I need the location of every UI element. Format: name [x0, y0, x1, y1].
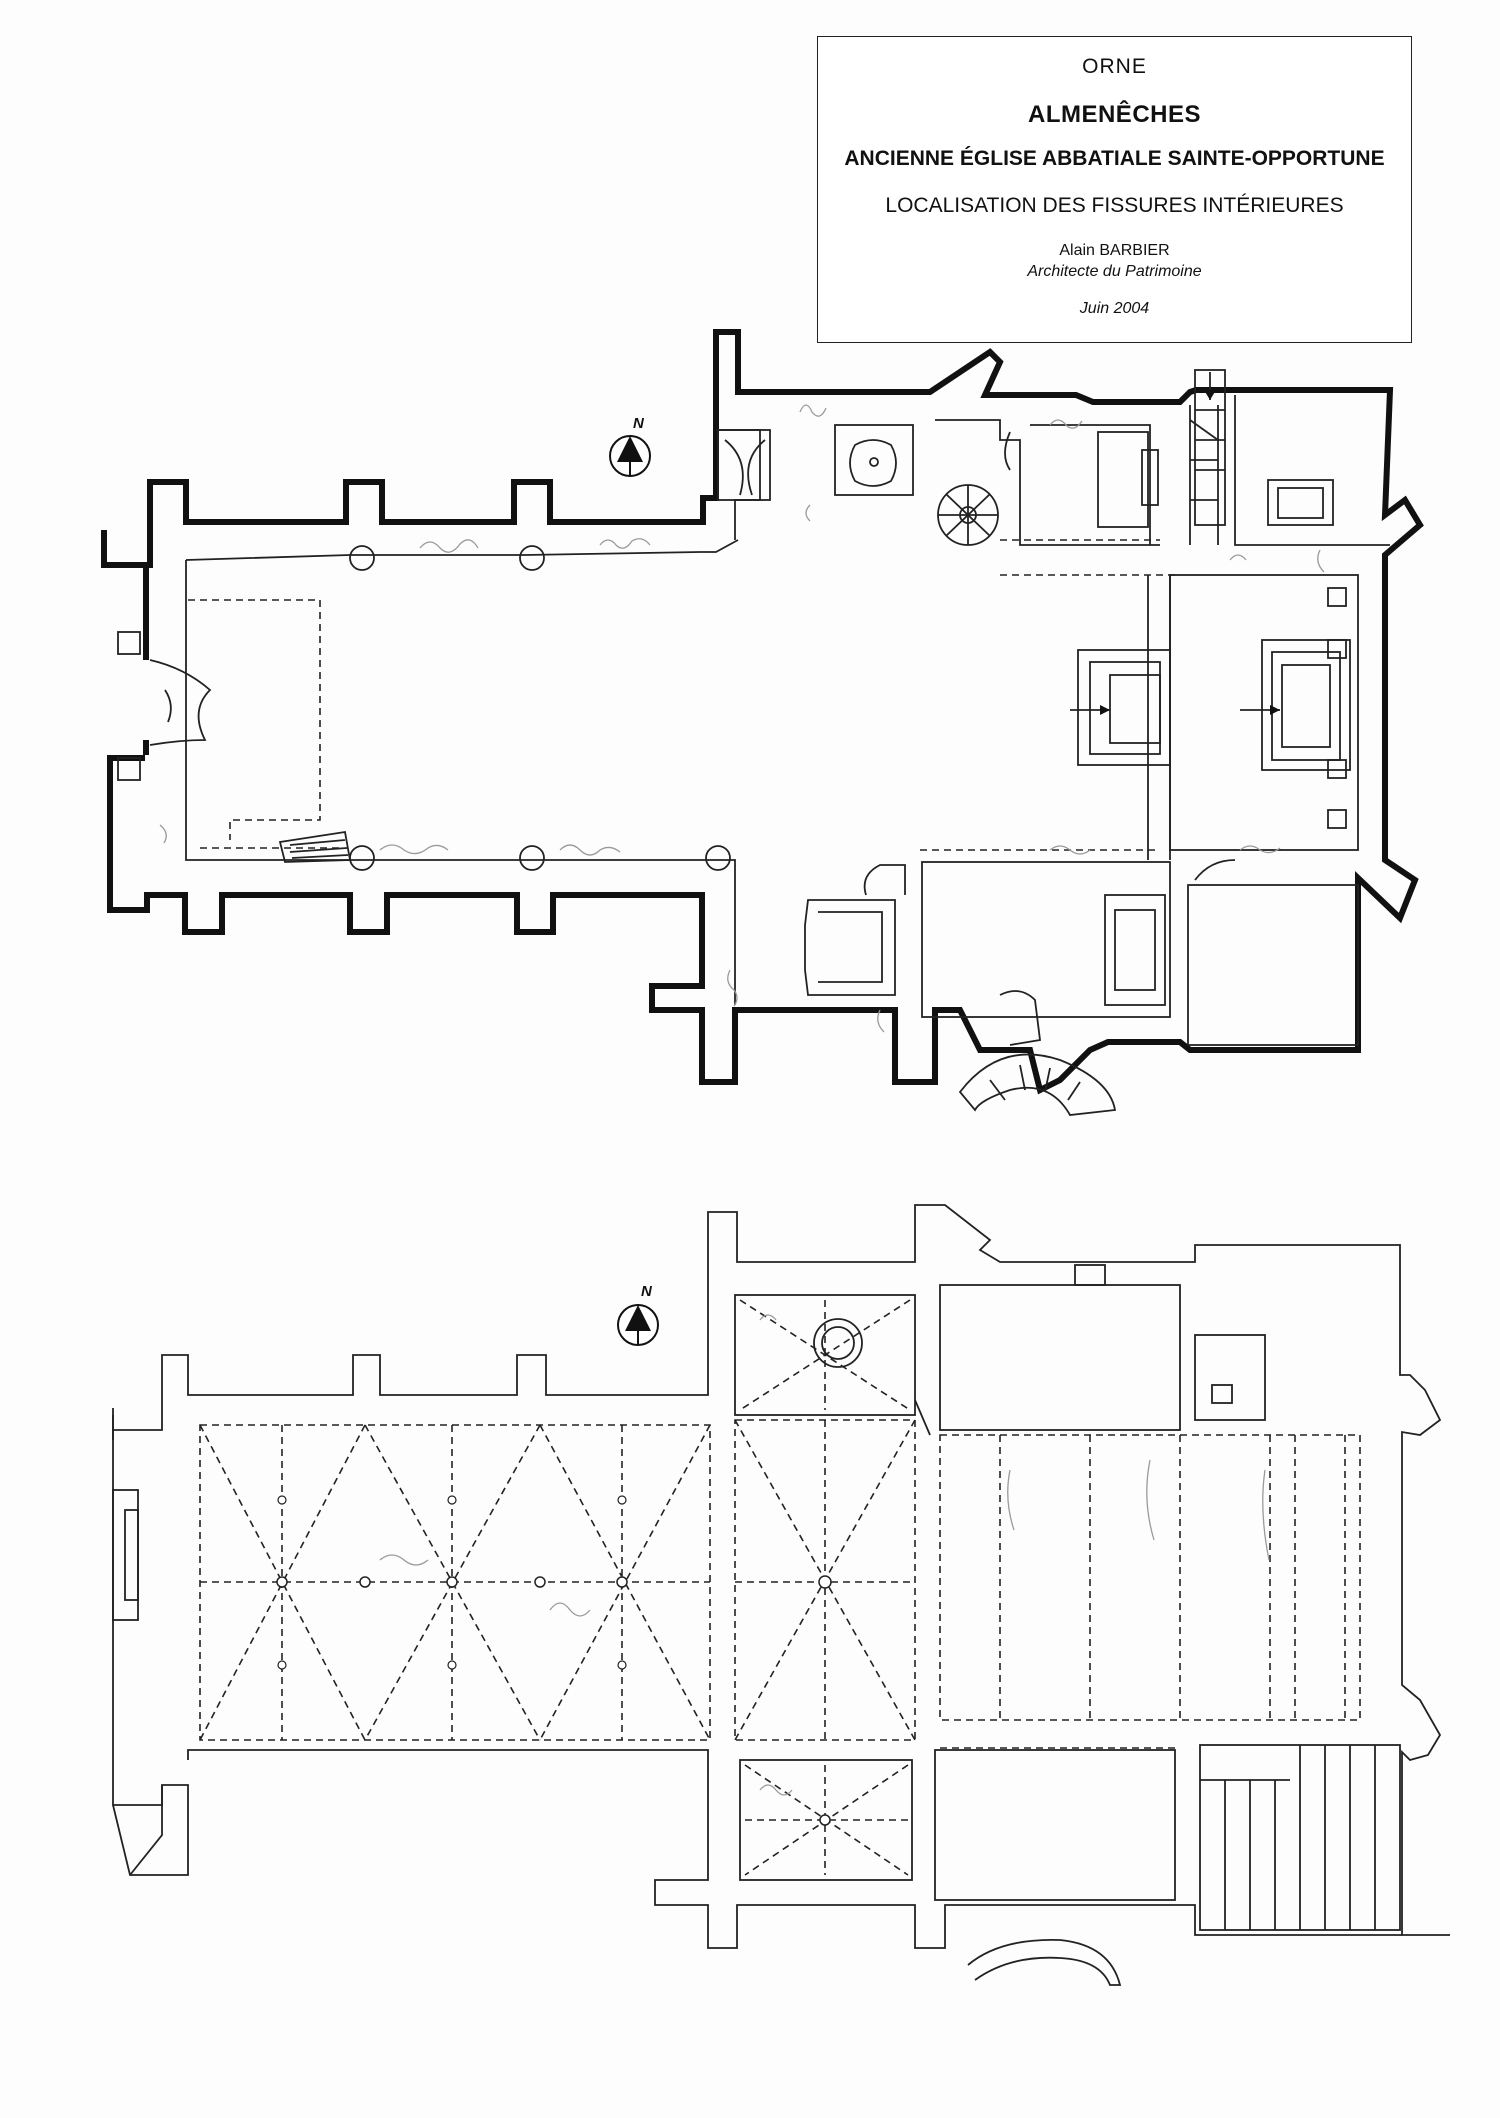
- nave-vaults: [199, 1424, 711, 1741]
- north-label-2: N: [641, 1283, 653, 1300]
- north-arrow-icon-2: N: [617, 1283, 659, 1346]
- vault-cracks: [379, 1314, 1270, 1796]
- north-arrow-icon: N: [609, 415, 651, 477]
- choir-vaults: [914, 1264, 1401, 1986]
- author-name: Alain BARBIER: [1059, 242, 1170, 259]
- south-transept-vault: [739, 1759, 913, 1881]
- crossing-and-choir: [716, 369, 1390, 1116]
- nave-interior: [117, 539, 739, 1005]
- drawing-date: Juin 2004: [1079, 300, 1150, 317]
- author-role: Architecte du Patrimoine: [1027, 263, 1202, 280]
- north-label: N: [633, 415, 645, 432]
- title-block: ORNE ALMENÊCHES ANCIENNE ÉGLISE ABBATIAL…: [817, 36, 1412, 343]
- vault-outer-walls: [112, 1204, 1450, 1949]
- north-transept-vault: [734, 1294, 916, 1416]
- town-title: ALMENÊCHES: [1027, 101, 1201, 128]
- drawing-subject: LOCALISATION DES FISSURES INTÉRIEURES: [885, 194, 1344, 217]
- outer-walls: [101, 329, 1424, 1095]
- church-title: ANCIENNE ÉGLISE ABBATIALE SAINTE-OPPORTU…: [844, 147, 1385, 170]
- crack-markings: [159, 404, 1325, 1033]
- department-label: ORNE: [1082, 55, 1147, 78]
- crossing-vault: [734, 1419, 916, 1741]
